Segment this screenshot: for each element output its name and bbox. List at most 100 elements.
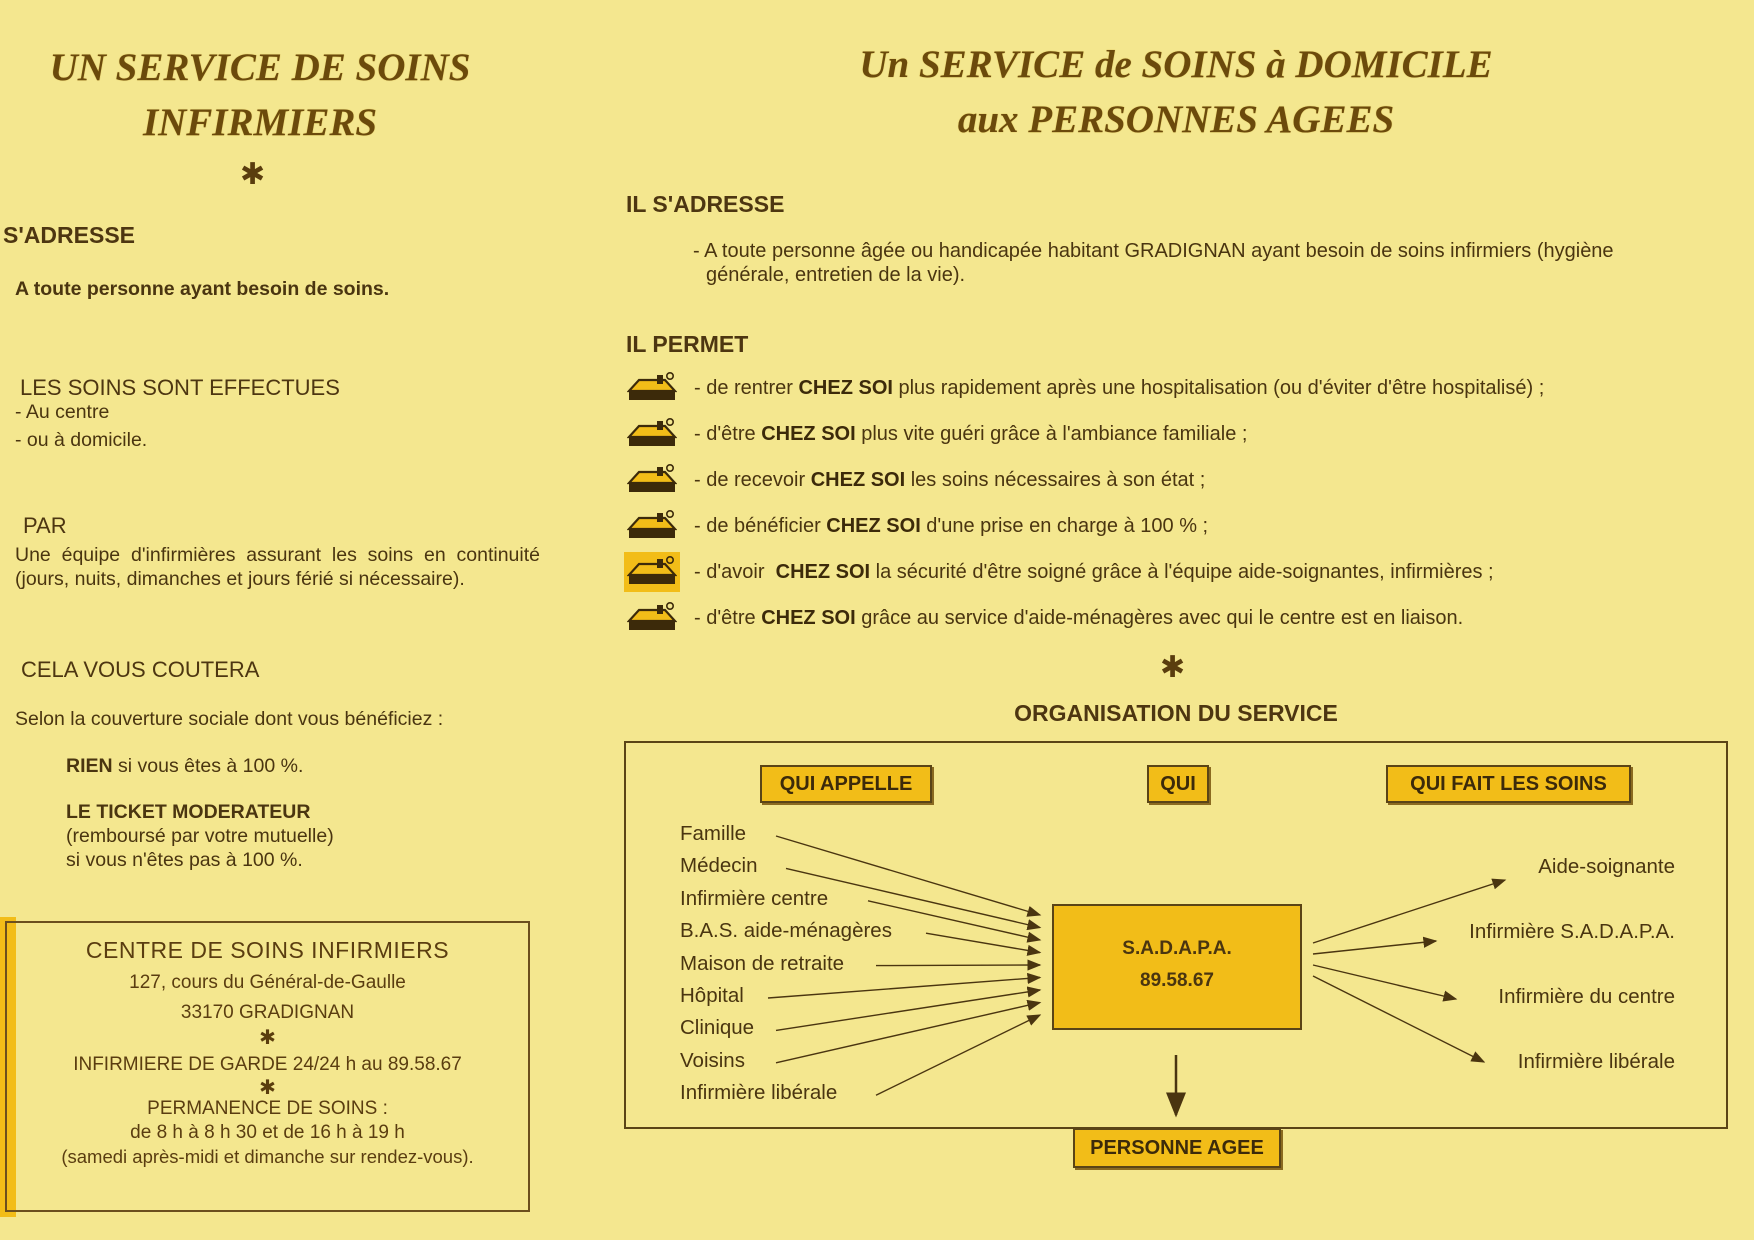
contact-street: 127, cours du Général-de-Gaulle — [129, 972, 406, 993]
personne-agee-label: PERSONNE AGEE — [1073, 1128, 1281, 1168]
receiver-item: Infirmière libérale — [1517, 1050, 1675, 1073]
right-adresse-line2: générale, entretien de la vie). — [706, 264, 966, 286]
caller-item: Infirmière libérale — [680, 1081, 838, 1105]
receiver-item: Infirmière du centre — [1498, 985, 1675, 1008]
org-star-icon: ✱ — [1160, 651, 1186, 684]
chez-soi-label: CHEZ SOI — [826, 514, 921, 537]
cout-heading: CELA VOUS COUTERA — [21, 657, 260, 682]
receiver-item: Aide-soignante — [1538, 855, 1675, 878]
sadapa-name: S.A.D.A.P.A. — [1122, 938, 1232, 959]
ticket-line3: si vous n'êtes pas à 100 %. — [66, 849, 303, 871]
right-title: Un SERVICE de SOINS à DOMICILE aux PERSO… — [624, 37, 1728, 147]
house-icon — [624, 460, 680, 500]
right-title-line2: aux PERSONNES AGEES — [957, 98, 1395, 141]
sadapa-phone: 89.58.67 — [1140, 970, 1214, 991]
caller-arrow — [925, 932, 1042, 956]
qui-label: QUI — [1147, 765, 1209, 803]
house-icon — [624, 552, 680, 592]
permet-item-post: plus vite guéri grâce à l'ambiance famil… — [855, 422, 1248, 445]
permet-item-pre: - d'avoir — [694, 560, 776, 583]
left-adresse-text: A toute personne ayant besoin de soins. — [15, 278, 390, 300]
right-title-line1: Un SERVICE de SOINS à DOMICILE — [859, 43, 1493, 86]
contact-garde: INFIRMIERE DE GARDE 24/24 h au 89.58.67 — [73, 1054, 462, 1075]
contact-star-icon-1: ✱ — [259, 1027, 276, 1049]
right-adresse-line1: - A toute personne âgée ou handicapée ha… — [693, 240, 1614, 262]
cout-rien: RIEN si vous êtes à 100 %. — [66, 754, 303, 778]
contact-perm-hours: de 8 h à 8 h 30 et de 16 h à 19 h — [130, 1122, 405, 1143]
caller-item: Hôpital — [680, 984, 744, 1007]
caller-arrow — [767, 972, 1042, 999]
ticket-heading: LE TICKET MODERATEUR — [66, 801, 311, 823]
chez-soi-label: CHEZ SOI — [761, 606, 856, 629]
house-icon — [624, 368, 680, 408]
permet-item: - d'avoir CHEZ SOI la sécurité d'être so… — [624, 552, 1494, 592]
chez-soi-label: CHEZ SOI — [761, 422, 856, 445]
permet-item-post: plus rapidement après une hospitalisatio… — [892, 376, 1545, 399]
receiver-arrow — [1312, 936, 1438, 955]
permet-heading: IL PERMET — [626, 331, 749, 357]
permet-item-pre: - d'être — [694, 606, 762, 629]
permet-item-text: - de rentrer CHEZ SOI plus rapidement ap… — [694, 377, 1544, 400]
chez-soi-label: CHEZ SOI — [810, 468, 906, 491]
caller-item: Famille — [680, 822, 747, 845]
receiver-item: Infirmière S.A.D.A.P.A. — [1469, 920, 1675, 943]
permet-item-text: - de bénéficier CHEZ SOI d'une prise en … — [694, 515, 1208, 538]
rien-label: RIEN — [66, 755, 113, 777]
caller-item: Maison de retraite — [680, 951, 845, 975]
left-title-line1: UN SERVICE DE SOINS — [49, 46, 471, 89]
contact-perm-note: (samedi après-midi et dimanche sur rende… — [61, 1146, 474, 1167]
permet-item-pre: - de recevoir — [694, 468, 811, 491]
permet-item-pre: - de bénéficier — [694, 514, 827, 537]
receiver-arrow — [1312, 878, 1507, 944]
contact-city: 33170 GRADIGNAN — [180, 1002, 355, 1023]
left-title-line2: INFIRMIERS — [142, 101, 378, 144]
right-adresse-heading: IL S'ADRESSE — [626, 191, 785, 217]
permet-item: - de recevoir CHEZ SOI les soins nécessa… — [624, 460, 1205, 500]
org-heading: ORGANISATION DU SERVICE — [1014, 700, 1338, 726]
left-adresse-heading: S'ADRESSE — [3, 222, 136, 248]
house-icon — [624, 414, 680, 454]
cout-intro: Selon la couverture sociale dont vous bé… — [15, 708, 444, 730]
caller-item: Infirmière centre — [680, 886, 829, 910]
soins-item-domicile: - ou à domicile. — [15, 429, 148, 451]
permet-item-post: d'une prise en charge à 100 % ; — [920, 514, 1209, 537]
permet-item: - de bénéficier CHEZ SOI d'une prise en … — [624, 506, 1208, 546]
soins-heading: LES SOINS SONT EFFECTUES — [20, 375, 340, 400]
permet-item-post: les soins nécessaires à son état ; — [905, 468, 1206, 491]
house-icon — [624, 598, 680, 638]
caller-arrow — [775, 999, 1042, 1064]
permet-item: - d'être CHEZ SOI grâce au service d'aid… — [624, 598, 1463, 638]
left-title: UN SERVICE DE SOINS INFIRMIERS — [0, 40, 520, 150]
caller-arrow — [875, 959, 1042, 971]
caller-arrow — [775, 986, 1042, 1032]
permet-item-post: la sécurité d'être soigné grâce à l'équi… — [870, 560, 1494, 583]
contact-name: CENTRE DE SOINS INFIRMIERS — [85, 937, 450, 963]
caller-arrow — [867, 900, 1042, 943]
star-icon: ✱ — [240, 158, 266, 191]
permet-item: - de rentrer CHEZ SOI plus rapidement ap… — [624, 368, 1544, 408]
contact-star-icon-2: ✱ — [259, 1077, 276, 1099]
permet-item-pre: - d'être — [694, 422, 762, 445]
permet-item-text: - d'être CHEZ SOI plus vite guéri grâce … — [694, 423, 1247, 446]
chez-soi-label: CHEZ SOI — [798, 376, 893, 399]
contact-perm-title: PERMANENCE DE SOINS : — [147, 1098, 388, 1119]
contact-highlight-strip — [0, 917, 16, 1217]
contact-box: CENTRE DE SOINS INFIRMIERS 127, cours du… — [5, 921, 530, 1212]
rien-text: si vous êtes à 100 %. — [112, 755, 304, 777]
caller-item: B.A.S. aide-ménagères — [680, 919, 892, 943]
ticket-line2: (remboursé par votre mutuelle) — [66, 825, 334, 847]
permet-item-pre: - de rentrer — [694, 376, 799, 399]
caller-item: Clinique — [680, 1016, 755, 1040]
caller-arrow — [775, 835, 1042, 917]
permet-item-text: - d'être CHEZ SOI grâce au service d'aid… — [694, 607, 1463, 630]
sadapa-box: S.A.D.A.P.A. 89.58.67 — [1052, 904, 1302, 1030]
permet-item-text: - de recevoir CHEZ SOI les soins nécessa… — [694, 469, 1205, 492]
receiver-arrow — [1312, 975, 1486, 1063]
soins-item-centre: - Au centre — [15, 401, 110, 423]
caller-arrow — [875, 1014, 1042, 1096]
par-heading: PAR — [23, 513, 67, 538]
permet-item-post: grâce au service d'aide-ménagères avec q… — [855, 606, 1464, 629]
par-text: Une équipe d'infirmières assurant les so… — [15, 544, 540, 590]
permet-item: - d'être CHEZ SOI plus vite guéri grâce … — [624, 414, 1247, 454]
